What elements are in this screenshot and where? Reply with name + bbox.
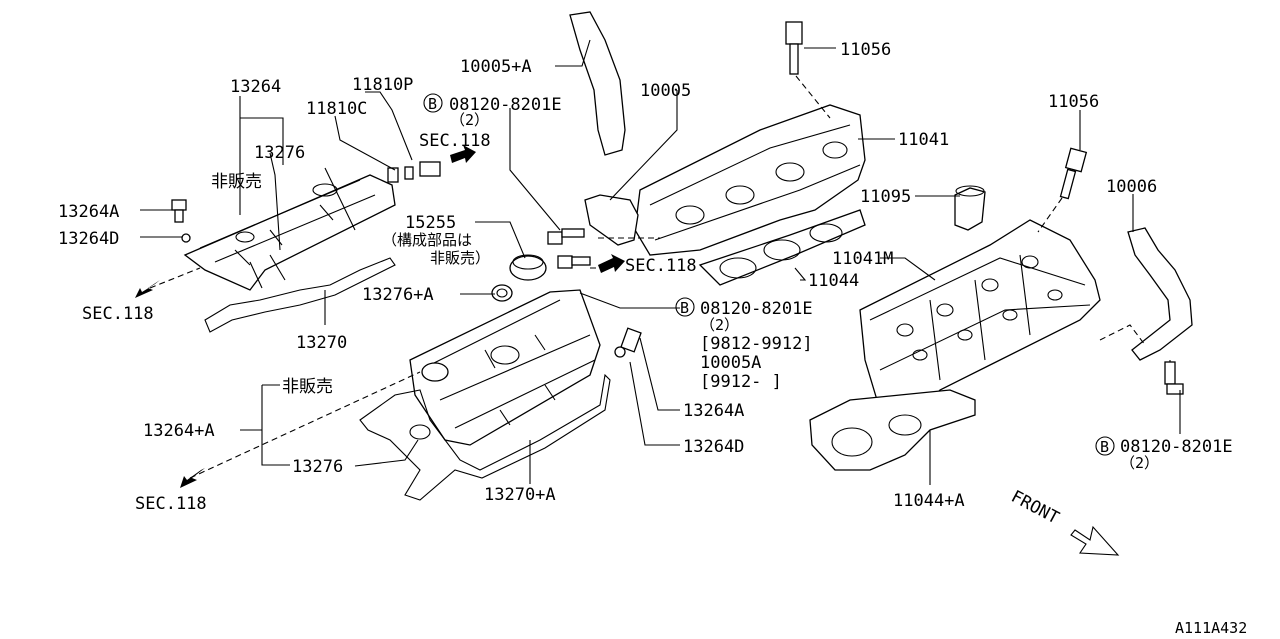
label-kosei: （構成部品は	[382, 231, 472, 249]
label-11810p: 11810P	[352, 75, 413, 95]
pcv-valve	[387, 161, 441, 183]
b-mark-top: B	[428, 95, 437, 113]
label-13264d-left: 13264D	[58, 229, 119, 249]
bolt-08120-right	[1164, 361, 1184, 395]
label-11056-right: 11056	[1048, 92, 1099, 112]
label-kosei2: 非販売）	[430, 249, 490, 267]
label-13264d-right: 13264D	[683, 437, 744, 457]
label-bolt-top-qty: （2）	[450, 111, 489, 129]
label-13276a: 13276+A	[362, 285, 434, 305]
bolt-13264a-right	[614, 327, 642, 358]
label-11041: 11041	[898, 130, 949, 150]
label-13264a-left: 13264A	[58, 202, 119, 222]
rocker-cover-left	[183, 174, 396, 291]
label-sec118-bottom: SEC.118	[135, 494, 207, 514]
labels: 13264 11810P 11810C 13276 非販売 13264A 132…	[58, 40, 1247, 637]
b-mark-right: B	[1100, 438, 1109, 456]
label-front: FRONT	[1008, 487, 1063, 529]
cylinder-head-11041m	[859, 219, 1101, 426]
front-arrow	[1070, 525, 1120, 556]
head-gasket-11044a	[809, 389, 976, 471]
label-sec118-top: SEC.118	[419, 131, 491, 151]
bolt-11056-right	[1059, 147, 1088, 200]
label-hanbai-bottom: 非販売	[282, 377, 333, 397]
label-bolt-mid-code: 08120-8201E	[700, 299, 813, 319]
seal-13276a	[491, 284, 513, 302]
label-11095: 11095	[860, 187, 911, 207]
cylinder-head-11041	[634, 104, 866, 256]
label-13264a-right: 13264A	[683, 401, 744, 421]
head-gasket-11044	[698, 209, 866, 286]
label-sec118-mid: SEC.118	[625, 256, 697, 276]
bracket-10006	[1127, 227, 1193, 361]
sec-arrow-left	[135, 280, 160, 298]
bracket-10005a	[569, 11, 626, 156]
bolt-08120-center	[547, 228, 591, 269]
label-range1: [9812-9912]	[700, 334, 813, 354]
bolt-11056-top	[785, 21, 803, 75]
label-hanbai-top: 非販売	[211, 172, 262, 192]
label-bolt-right-code: 08120-8201E	[1120, 437, 1233, 457]
label-bolt-top-code: 08120-8201E	[449, 95, 562, 115]
oil-filler-cap	[509, 254, 547, 281]
diagram-id: A111A432	[1175, 619, 1247, 637]
rocker-gasket-right	[359, 373, 611, 501]
b-mark-mid: B	[680, 299, 689, 317]
sec-arrow-top	[450, 145, 476, 163]
label-13264: 13264	[230, 77, 281, 97]
label-11056-top: 11056	[840, 40, 891, 60]
label-10005a-top: 10005+A	[460, 57, 532, 77]
label-11810c: 11810C	[306, 99, 367, 119]
sec-arrow-mid	[598, 254, 625, 273]
label-11044: 11044	[808, 271, 859, 291]
label-11044a: 11044+A	[893, 491, 965, 511]
label-11041m: 11041M	[832, 249, 893, 269]
label-13276-bottom: 13276	[292, 457, 343, 477]
label-13264a-plus: 13264+A	[143, 421, 215, 441]
label-13270a: 13270+A	[484, 485, 556, 505]
label-10005: 10005	[640, 81, 691, 101]
bracket-10005	[584, 194, 639, 246]
label-sec118-left: SEC.118	[82, 304, 154, 324]
rocker-cover-right	[409, 289, 601, 446]
label-10006: 10006	[1106, 177, 1157, 197]
label-15255: 15255	[405, 213, 456, 233]
label-range2: [9912- ]	[700, 372, 782, 392]
label-10005a-mid: 10005A	[700, 353, 761, 373]
bolt-13264a-left	[171, 199, 191, 243]
plug-11095	[954, 185, 986, 231]
sec-arrow-bottom	[180, 468, 205, 488]
label-bolt-mid-qty: （2）	[700, 316, 739, 334]
leader-lines	[140, 39, 1181, 485]
label-13276-top: 13276	[254, 143, 305, 163]
label-bolt-right-qty: （2）	[1120, 454, 1159, 472]
rocker-gasket-left	[204, 257, 396, 333]
label-13270: 13270	[296, 333, 347, 353]
